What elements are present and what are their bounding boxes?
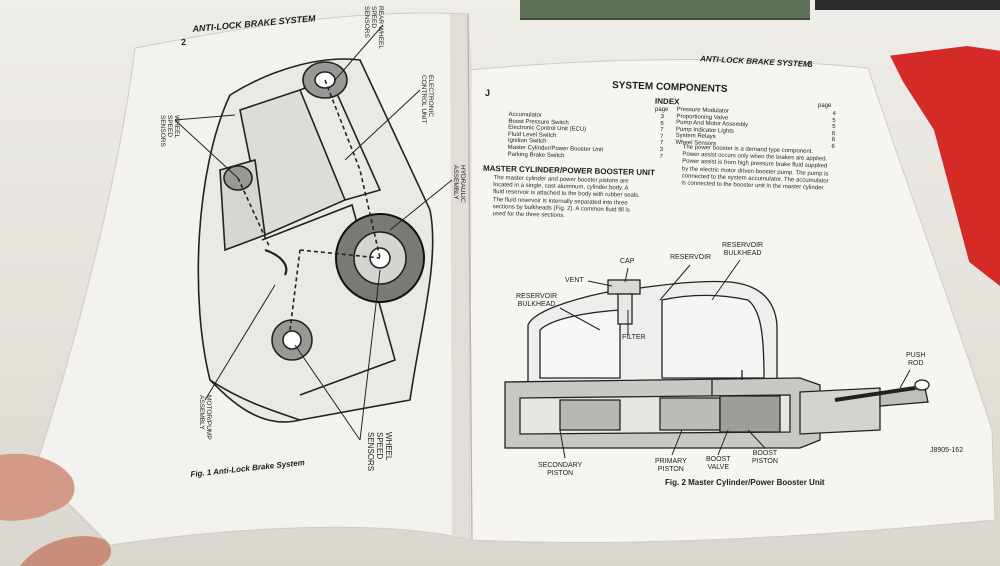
- index-list-left: Accumulator Boost Pressure Switch Electr…: [507, 112, 604, 161]
- callout-rear-sensors: REAR WHEEL SPEED SENSORS: [363, 6, 384, 49]
- index-title: INDEX: [654, 96, 680, 107]
- label-reservoir-bulkhead-right: RESERVOIR BULKHEAD: [722, 242, 764, 257]
- label-cap: CAP: [620, 258, 635, 265]
- callout-lines-left: [174, 24, 453, 441]
- callout-wheel-sensors: WHEEL SPEED SENSORS: [366, 432, 393, 472]
- part-number: J8905-162: [930, 447, 964, 454]
- index-list-right: Pressure Modulator Proportioning Valve P…: [675, 107, 748, 149]
- figure-2-caption: Fig. 2 Master Cylinder/Power Booster Uni…: [665, 478, 825, 487]
- left-hand: [0, 453, 75, 521]
- callout-ecu: ELECTRONIC CONTROL UNIT: [420, 75, 434, 124]
- label-vent: VENT: [565, 277, 584, 284]
- cap-shape: [607, 279, 641, 295]
- callout-front-sensors: WHEEL SPEED SENSORS: [159, 115, 180, 147]
- page-number-right: 3: [808, 60, 813, 69]
- master-cylinder-diagram: [504, 279, 930, 449]
- index-page-label-left: page: [655, 107, 669, 113]
- label-reservoir-bulkhead-left: RESERVOIR BULKHEAD: [516, 293, 558, 308]
- index-page-label-right: page: [818, 103, 832, 109]
- label-filter: FILTER: [622, 334, 646, 341]
- label-boost-piston: BOOST PISTON: [752, 450, 778, 465]
- callout-pump: MOTOR/PUMP ASSEMBLY: [198, 395, 212, 440]
- label-primary-piston: PRIMARY PISTON: [655, 458, 687, 473]
- label-boost-valve: BOOST VALVE: [706, 456, 731, 471]
- page-number-left: 2: [180, 36, 187, 48]
- gutter-shadow: [450, 14, 472, 540]
- green-book: [520, 0, 810, 20]
- body-text-right: The power booster is a demand type compo…: [681, 144, 829, 192]
- callout-hydraulic: HYDRAULIC ASSEMBLY: [452, 165, 466, 203]
- label-push-rod: PUSH ROD: [906, 352, 926, 367]
- car-illustration: [197, 58, 434, 423]
- label-secondary-piston: SECONDARY PISTON: [538, 462, 583, 477]
- push-rod-shape: [834, 386, 916, 402]
- callout-lines-right: [559, 259, 911, 459]
- label-reservoir: RESERVOIR: [670, 254, 712, 261]
- body-text-left: The master cylinder and power booster pi…: [492, 175, 640, 219]
- section-letter: J: [485, 88, 491, 98]
- left-thumb: [20, 536, 112, 566]
- dark-object: [815, 0, 1000, 10]
